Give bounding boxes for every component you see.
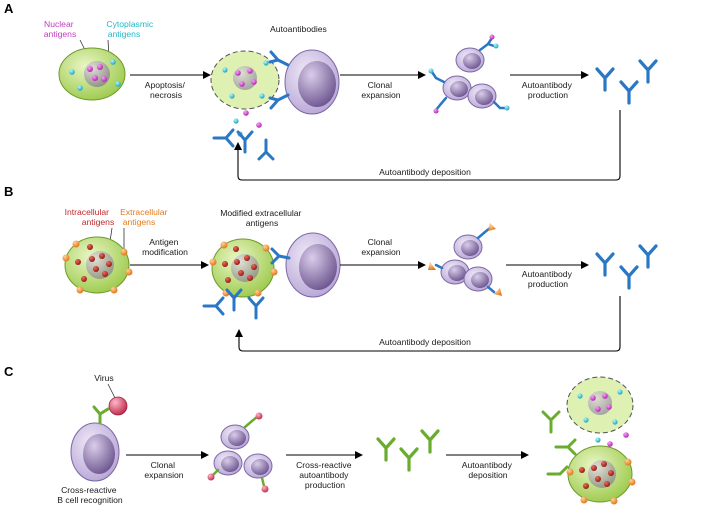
nuclear-antigen	[97, 64, 103, 70]
panel-a: A Nuclear antigens Cytoplasmic antigens …	[4, 1, 658, 181]
autoantibodies-label: Autoantibodies	[270, 24, 327, 34]
modified-antigens-label: Modified extracellular antigens	[220, 208, 304, 228]
leader-line	[107, 383, 116, 399]
nuclear-antigen	[101, 76, 107, 82]
nuclear-antigen	[87, 66, 93, 72]
deposition-label: Autoantibody deposition	[379, 167, 471, 177]
deposition-label: Autoantibody deposition	[379, 337, 471, 347]
cytoplasmic-antigen	[115, 81, 121, 87]
autoantibody-production-label: Autoantibody production	[522, 80, 575, 100]
free-autoantibodies	[595, 244, 658, 290]
healthy-cell	[58, 47, 126, 101]
panel-b-letter: B	[4, 184, 13, 199]
bound-antibody	[270, 247, 291, 265]
virus-particle	[108, 396, 128, 416]
cytoplasmic-antigen	[110, 59, 116, 65]
deposited-antibodies	[541, 410, 577, 476]
antigen-modification-label: Antigen modification	[142, 237, 188, 257]
cross-reactive-production-label: Cross-reactive autoantibody production	[296, 460, 354, 490]
cytoplasmic-antigen	[69, 69, 75, 75]
deposition-loop-arrow	[235, 296, 621, 352]
panel-c: C Virus Cross-reactive B cell recognitio…	[4, 364, 636, 505]
expanded-b-cells	[428, 223, 502, 296]
apoptotic-cell	[566, 376, 634, 447]
clonal-expansion-label: Clonal expansion	[144, 460, 183, 480]
circulating-antibodies	[212, 128, 275, 161]
panel-c-letter: C	[4, 364, 14, 379]
cross-reactive-recognition-label: Cross-reactive B cell recognition	[57, 485, 123, 505]
autoantibody-deposition-label: Autoantibody deposition	[462, 460, 515, 480]
bound-antibody	[268, 50, 290, 110]
b-cell	[285, 232, 341, 298]
cytoplasmic-antigens-label: Cytoplasmic antigens	[106, 19, 155, 39]
clonal-expansion-label: Clonal expansion	[361, 80, 400, 100]
intracellular-antigens-label: Intracellular antigens	[65, 207, 115, 227]
b-cell-receptor	[92, 405, 110, 425]
panel-a-letter: A	[4, 1, 14, 16]
modified-cell	[209, 238, 278, 298]
panel-b: B Intracellular antigens Extracellular a…	[4, 184, 658, 352]
target-cell	[566, 445, 636, 505]
extracellular-antigens-label: Extracellular antigens	[120, 207, 170, 227]
b-cell	[284, 49, 340, 115]
free-autoantibodies	[595, 59, 658, 105]
virus-label: Virus	[94, 373, 113, 383]
nuclear-antigen	[92, 75, 98, 81]
expanded-b-cells	[207, 412, 273, 493]
autoantibody-production-label: Autoantibody production	[522, 269, 575, 289]
cross-reactive-autoantibodies	[376, 429, 440, 472]
clonal-expansion-label: Clonal expansion	[361, 237, 400, 257]
circulating-antibodies	[202, 288, 265, 320]
healthy-cell	[62, 236, 133, 294]
apoptosis-label: Apoptosis/ necrosis	[145, 80, 188, 100]
expanded-b-cells	[428, 34, 510, 114]
cell-nucleus	[84, 61, 110, 87]
cytoplasmic-antigen	[77, 85, 83, 91]
deposition-loop-arrow	[234, 110, 621, 181]
cross-reactive-b-cell	[70, 422, 120, 482]
apoptotic-cell	[210, 50, 280, 137]
nuclear-antigens-label: Nuclear antigens	[44, 19, 77, 39]
